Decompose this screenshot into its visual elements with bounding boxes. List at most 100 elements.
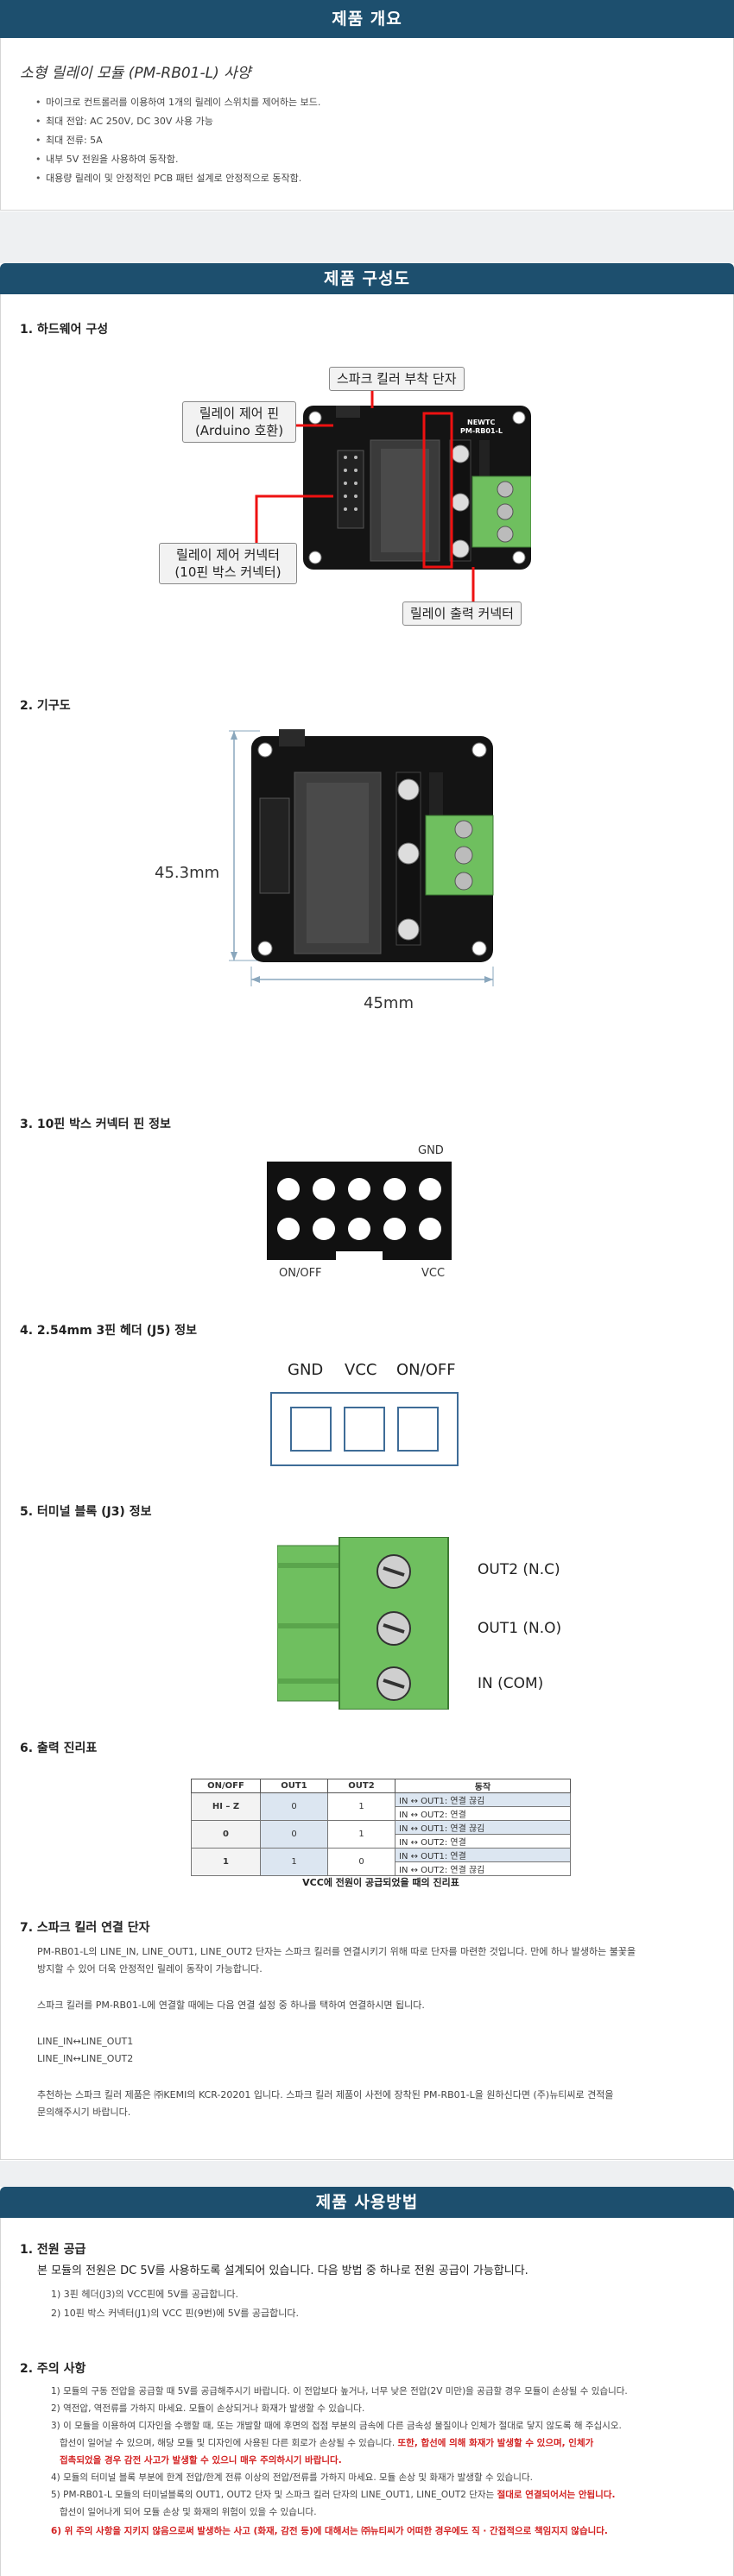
overview-bullet: 대용량 릴레이 및 안정적인 PCB 패턴 설계로 안정적으로 동작함. [32, 169, 320, 188]
pin10-vcc-label: VCC [421, 1267, 446, 1280]
caution-5c: 합선이 일어나게 되어 모듈 손상 및 화재의 위험이 있을 수 있습니다. [60, 2507, 317, 2517]
truth-col-header: OUT1 [260, 1779, 328, 1793]
caution-1: 1) 모듈의 구동 전압을 공급할 때 5V를 공급해주시기 바랍니다. 이 전… [51, 2386, 628, 2396]
spark-para-3b: 문의해주시기 바랍니다. [37, 2107, 131, 2118]
board-photo [303, 406, 531, 570]
truth-row: IN ↔ OUT2: 연결 끊김 [192, 1861, 571, 1876]
truth-cell: IN ↔ OUT1: 연결 끊김 [395, 1792, 571, 1807]
truth-cell: 0 [327, 1848, 395, 1876]
j5-vcc: VCC [345, 1361, 377, 1379]
dim-width-label: 45mm [364, 994, 414, 1012]
j3-title: 5. 터미널 블록 (J3) 정보 [20, 1505, 152, 1519]
j5-header [270, 1392, 459, 1466]
caution-title: 2. 주의 사항 [20, 2362, 86, 2376]
truth-col-header: 동작 [395, 1779, 571, 1793]
spark-para-1b: 방지할 수 있어 더욱 안정적인 릴레이 동작이 가능합니다. [37, 1963, 263, 1975]
caution-3-line2: 합선이 일어날 수 있으며, 해당 모듈 및 디자인에 사용된 다른 회로가 손… [60, 2435, 593, 2451]
truth-row: IN ↔ OUT2: 연결 [192, 1834, 571, 1849]
j3-terminal-block [277, 1537, 449, 1710]
truth-header-row: ON/OFF OUT1 OUT2 동작 [191, 1779, 571, 1793]
callout-relay-connector-line2: (10핀 박스 커넥터) [174, 564, 282, 580]
overview-bullet: 최대 전압: AC 250V, DC 30V 사용 가능 [32, 112, 320, 131]
callout-lines [255, 381, 475, 601]
caution-5a: 5) PM-RB01-L 모듈의 터미널블록의 OUT1, OUT2 단자 및 … [51, 2490, 495, 2500]
composition-panel: 1. 하드웨어 구성 NEWTC PM-RB01-L 스파크 킬러 부착 단자 … [0, 294, 734, 2160]
callout-relay-connector-line1: 릴레이 제어 커넥터 [176, 547, 280, 563]
caution-3c: 또한, 합선에 의해 화재가 발생할 수 있으며, 인체가 [397, 2438, 594, 2448]
spark-para-2: 스파크 킬러를 PM-RB01-L에 연결할 때에는 다음 연결 설정 중 하나… [37, 2000, 425, 2011]
power-item-2: 2) 10핀 박스 커넥터(J1)의 VCC 핀(9번)에 5V를 공급합니다. [51, 2308, 299, 2319]
section-gap [0, 2161, 734, 2187]
spark-line-1: LINE_IN↔LINE_OUT1 [37, 2036, 134, 2047]
callout-relay-connector: 릴레이 제어 커넥터 (10핀 박스 커넥터) [159, 543, 297, 584]
truth-table: ON/OFF OUT1 OUT2 동작 HI – Z 0 1 IN ↔ OUT1… [191, 1779, 571, 1876]
overview-header: 제품 개요 [0, 0, 734, 38]
truth-row: 1 1 0 IN ↔ OUT1: 연결 [191, 1848, 571, 1876]
truth-cell: 0 [191, 1820, 261, 1849]
callout-relay-pin-line2: (Arduino 호환) [194, 423, 284, 438]
truth-col-header: OUT2 [327, 1779, 395, 1793]
callout-spark-killer: 스파크 킬러 부착 단자 [329, 367, 465, 391]
j3-out1-label: OUT1 (N.O) [478, 1620, 562, 1637]
dimension-drawing [229, 729, 494, 986]
pin10-title: 3. 10핀 박스 커넥터 핀 정보 [20, 1118, 171, 1131]
truth-cell: IN ↔ OUT2: 연결 [395, 1806, 571, 1821]
callout-relay-pin-line1: 릴레이 제어 핀 [199, 406, 280, 421]
dim-height-label: 45.3mm [155, 864, 220, 882]
overview-bullets: 마이크로 컨트롤러를 이용하여 1개의 릴레이 스위치를 제어하는 보드. 최대… [32, 93, 320, 188]
usage-panel: 1. 전원 공급 본 모듈의 전원은 DC 5V를 사용하도록 설계되어 있습니… [0, 2218, 734, 2576]
hw-title: 1. 하드웨어 구성 [20, 323, 109, 337]
callout-output-connector: 릴레이 출력 커넥터 [402, 601, 522, 626]
truth-cell: 1 [327, 1820, 395, 1849]
truth-cell: 1 [327, 1792, 395, 1821]
pin10-gnd-label: GND [418, 1144, 444, 1157]
power-item-1: 1) 3핀 헤더(J3)의 VCC핀에 5V를 공급합니다. [51, 2289, 238, 2300]
truth-cell: IN ↔ OUT1: 연결 [395, 1848, 571, 1862]
overview-bullet: 내부 5V 전원을 사용하여 동작함. [32, 150, 320, 169]
j3-out2-label: OUT2 (N.C) [478, 1561, 560, 1578]
overview-title: 소형 릴레이 모듈 (PM-RB01-L) 사양 [20, 65, 251, 82]
j3-in-label: IN (COM) [478, 1675, 544, 1692]
truth-col-header: ON/OFF [191, 1779, 261, 1793]
power-title: 1. 전원 공급 [20, 2243, 86, 2257]
truth-cell: 1 [191, 1848, 261, 1876]
board-model: PM-RB01-L [460, 427, 503, 435]
truth-cell: HI – Z [191, 1792, 261, 1821]
truth-cell: 0 [260, 1820, 328, 1849]
truth-title: 6. 출력 진리표 [20, 1741, 98, 1755]
truth-note: VCC에 전원이 공급되었을 때의 진리표 [302, 1877, 459, 1888]
caution-6: 6) 위 주의 사항을 지키지 않음으로써 발생하는 사고 (화재, 감전 등)… [51, 2526, 608, 2536]
caution-3a: 3) 이 모듈을 이용하여 디자인을 수행할 때, 또는 개발할 때에 후면의 … [51, 2421, 622, 2431]
truth-cell: IN ↔ OUT1: 연결 끊김 [395, 1820, 571, 1835]
caution-5-line1: 5) PM-RB01-L 모듈의 터미널블록의 OUT1, OUT2 단자 및 … [51, 2487, 615, 2503]
pin10-onoff-label: ON/OFF [279, 1267, 322, 1280]
truth-row: 0 0 1 IN ↔ OUT1: 연결 끊김 [191, 1820, 571, 1849]
pin10-connector [267, 1162, 452, 1260]
j5-gnd: GND [288, 1361, 324, 1379]
truth-row: HI – Z 0 1 IN ↔ OUT1: 연결 끊김 [191, 1792, 571, 1821]
spark-title: 7. 스파크 킬러 연결 단자 [20, 1921, 150, 1935]
truth-cell: 0 [260, 1792, 328, 1821]
power-lead: 본 모듈의 전원은 DC 5V를 사용하도록 설계되어 있습니다. 다음 방법 … [37, 2264, 528, 2277]
overview-panel: 소형 릴레이 모듈 (PM-RB01-L) 사양 마이크로 컨트롤러를 이용하여… [0, 38, 734, 211]
board-brand: NEWTC [467, 419, 496, 426]
caution-3b: 합선이 일어날 수 있으며, 해당 모듈 및 디자인에 사용된 다른 회로가 손… [60, 2438, 395, 2448]
truth-cell: IN ↔ OUT2: 연결 끊김 [395, 1861, 571, 1876]
j5-onoff: ON/OFF [396, 1361, 456, 1379]
spark-line-2: LINE_IN↔LINE_OUT2 [37, 2053, 134, 2064]
callout-relay-pin: 릴레이 제어 핀 (Arduino 호환) [182, 401, 296, 443]
truth-row: IN ↔ OUT2: 연결 [192, 1806, 571, 1821]
spark-para-1a: PM-RB01-L의 LINE_IN, LINE_OUT1, LINE_OUT2… [37, 1946, 636, 1957]
caution-5b: 절대로 연결되어서는 안됩니다. [497, 2490, 616, 2500]
usage-header: 제품 사용방법 [0, 2187, 734, 2218]
j5-title: 4. 2.54mm 3핀 헤더 (J5) 정보 [20, 1324, 198, 1338]
caution-4: 4) 모듈의 터미널 블록 부분에 한계 전압/한계 전류 이상의 전압/전류를… [51, 2472, 533, 2483]
overview-bullet: 마이크로 컨트롤러를 이용하여 1개의 릴레이 스위치를 제어하는 보드. [32, 93, 320, 112]
section-gap [0, 211, 734, 263]
truth-cell: IN ↔ OUT2: 연결 [395, 1834, 571, 1849]
overview-bullet: 최대 전류: 5A [32, 131, 320, 150]
caution-3d: 접촉되었을 경우 감전 사고가 발생할 수 있으니 매우 주의하시기 바랍니다. [60, 2455, 342, 2466]
truth-cell: 1 [260, 1848, 328, 1876]
spark-para-3a: 추천하는 스파크 킬러 제품은 ㈜KEMI의 KCR-20201 입니다. 스파… [37, 2089, 614, 2100]
caution-2: 2) 역전압, 역전류를 가하지 마세요. 모듈이 손상되거나 화재가 발생할 … [51, 2403, 365, 2414]
